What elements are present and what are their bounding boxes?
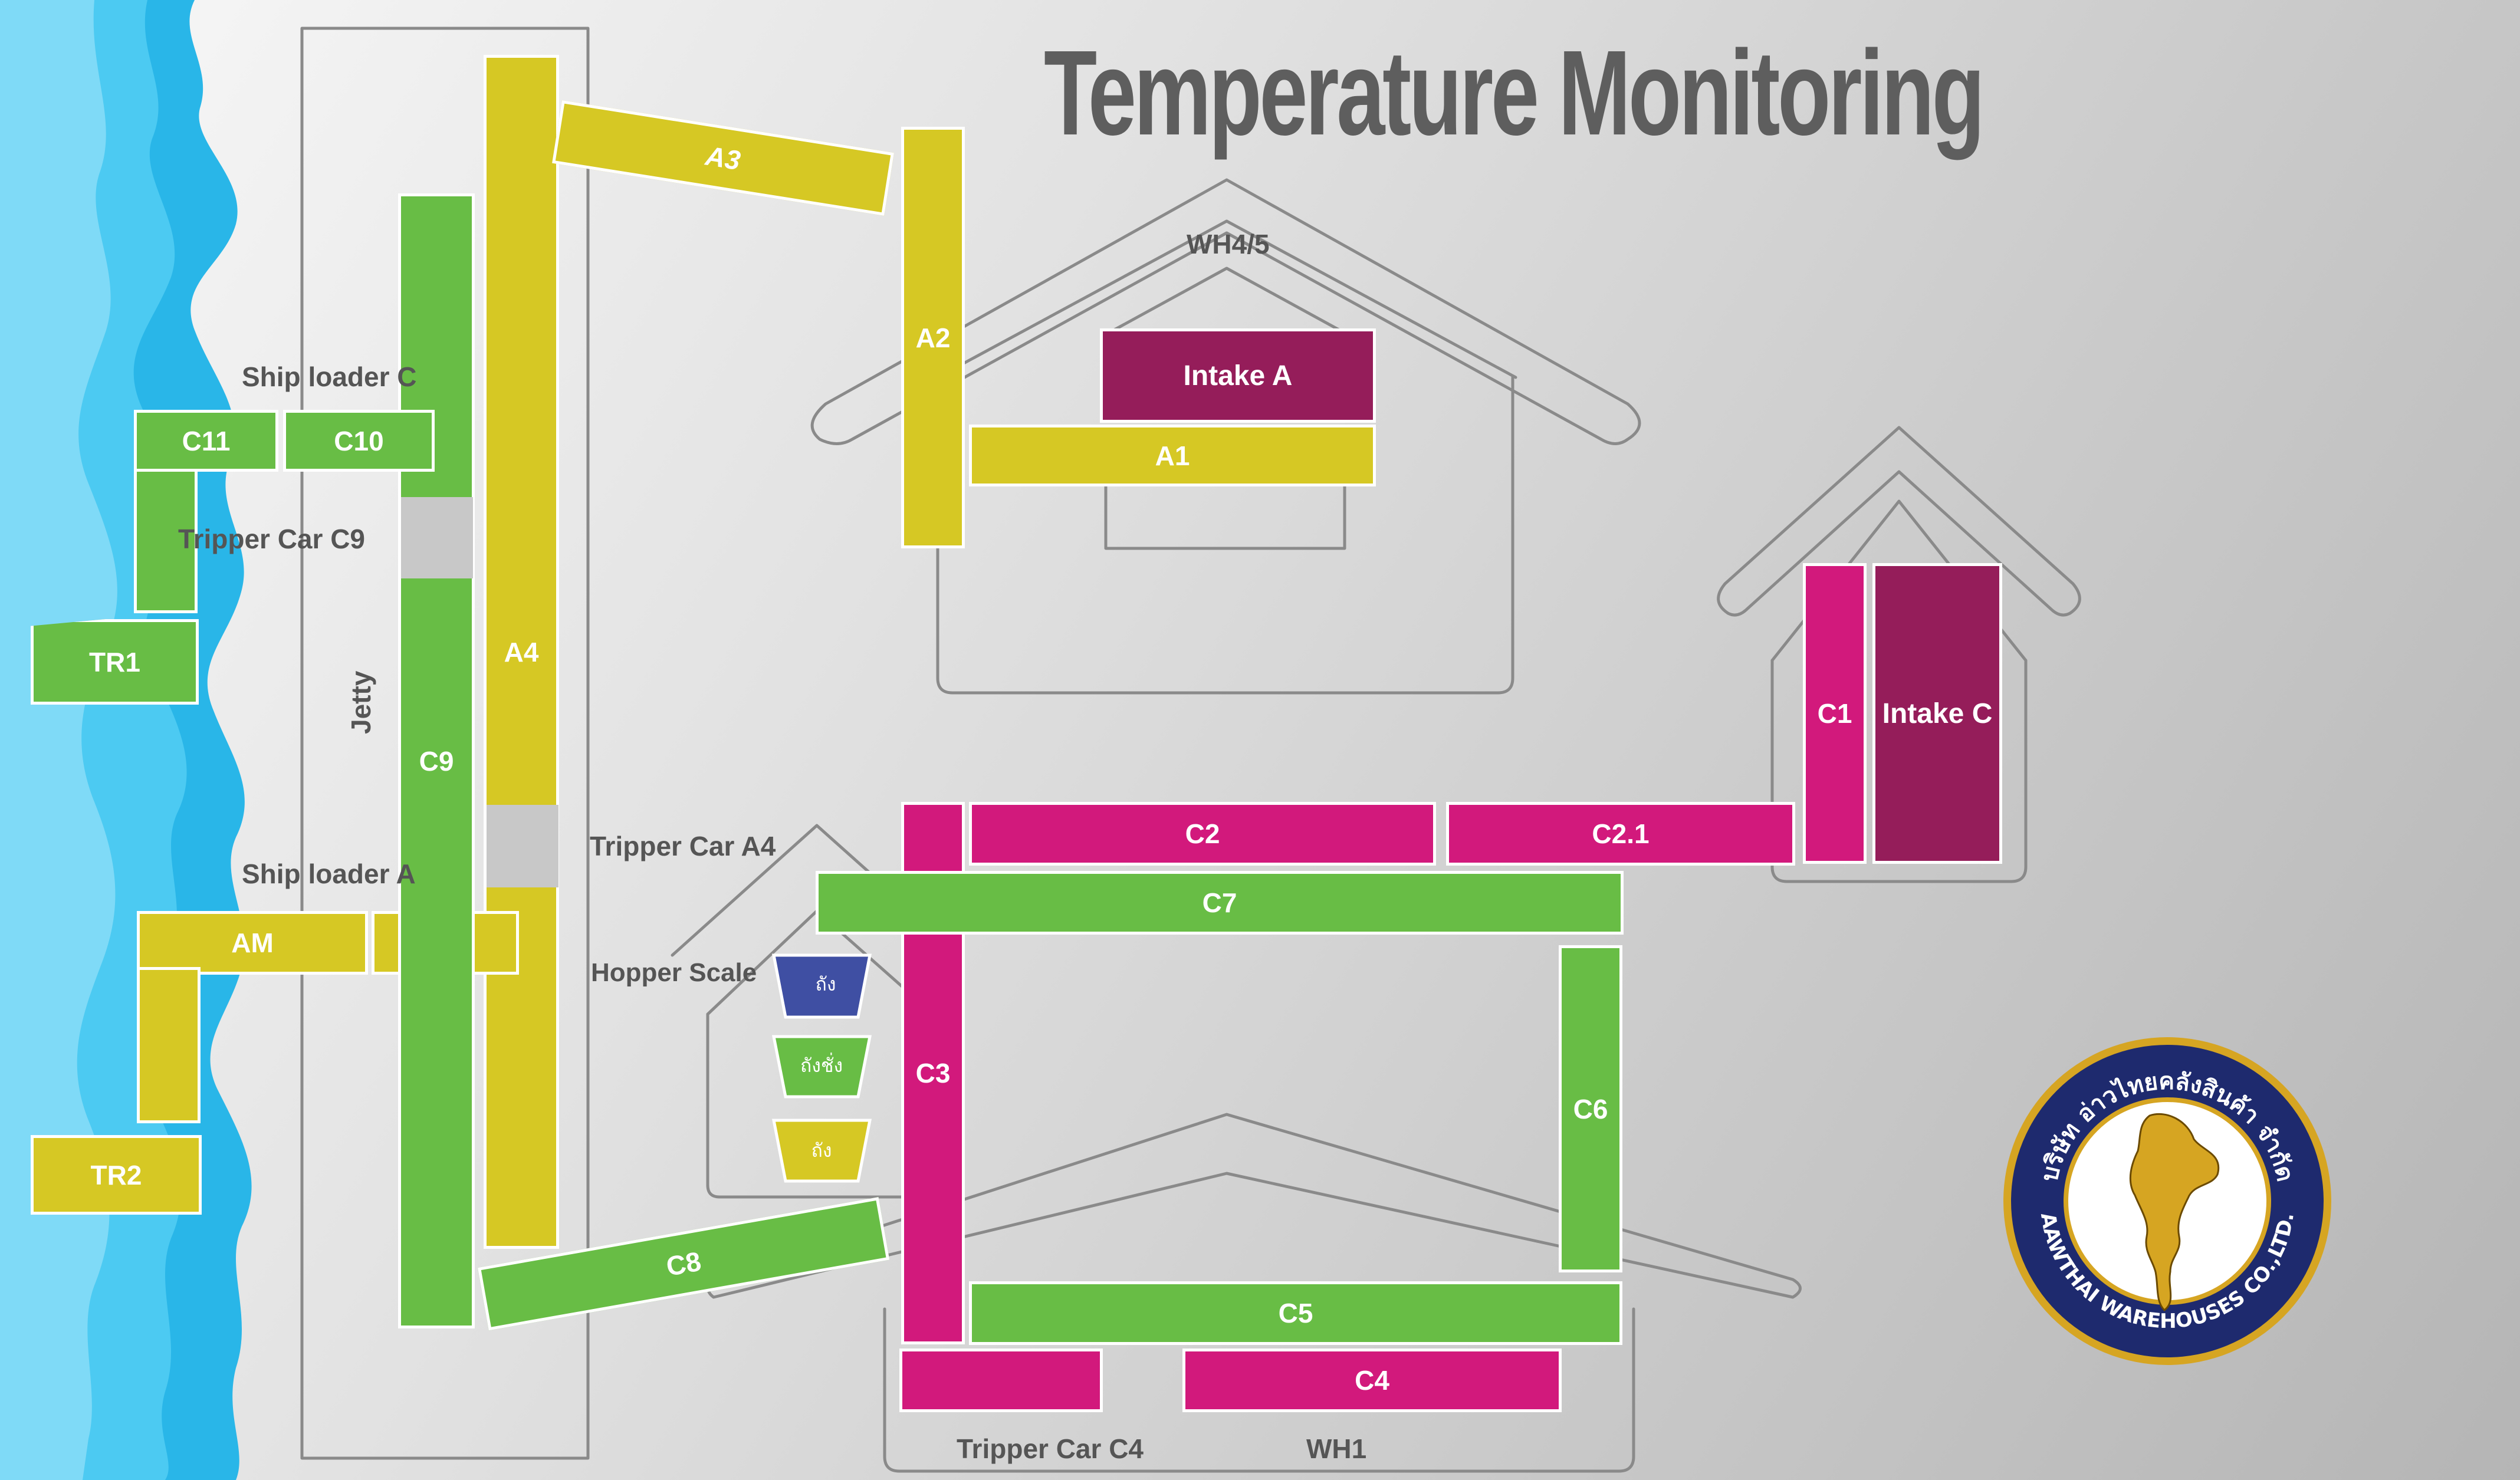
conveyor-c5[interactable]: C5 — [969, 1281, 1622, 1345]
ship-loader-a-label: Ship loader A — [242, 859, 416, 889]
tripper-car-c9-label: Tripper Car C9 — [178, 524, 365, 554]
conveyor-a2[interactable]: A2 — [901, 127, 965, 548]
conveyor-c2-1[interactable]: C2.1 — [1446, 802, 1795, 866]
conveyor-am-drop[interactable] — [137, 967, 201, 1123]
hopper-scale-label-text: Hopper Scale — [591, 958, 757, 987]
jetty-label: Jetty — [346, 670, 376, 734]
conveyor-a2-label: A2 — [915, 322, 951, 353]
tripper-car-c4-label: Tripper Car C4 — [957, 1433, 1144, 1464]
intake-a-label: Intake A — [1183, 360, 1293, 392]
jetty-outline — [300, 27, 590, 1460]
wh1-label: WH1 — [1306, 1433, 1367, 1464]
conveyor-c11[interactable]: C11 — [134, 410, 278, 472]
conveyor-c10[interactable]: C10 — [283, 410, 435, 472]
hopper-house-walls — [706, 1012, 904, 1199]
conveyor-c10-label: C10 — [334, 425, 384, 456]
conveyor-a4-label: A4 — [504, 636, 539, 667]
conveyor-c4-tripper[interactable] — [899, 1349, 1103, 1412]
conveyor-c11-label: C11 — [182, 425, 231, 456]
wh45-walls — [936, 376, 1514, 695]
company-logo: บริษัท อ่าวไทยคลังสินค้า จำกัด AAWTHAI W… — [2003, 1037, 2331, 1365]
hopper-scale-bin[interactable] — [771, 1035, 872, 1099]
intake-a[interactable]: Intake A — [1100, 328, 1376, 423]
conveyor-am[interactable]: AM — [137, 911, 368, 975]
conveyor-c2[interactable]: C2 — [969, 802, 1436, 866]
conveyor-tr2[interactable]: TR2 — [31, 1135, 202, 1215]
hopper-scale-label: ถังชั่ง — [800, 1053, 843, 1077]
conveyor-c9-label: C9 — [419, 745, 454, 777]
conveyor-c2-1-label: C2.1 — [1592, 818, 1650, 849]
conveyor-c6-label: C6 — [1573, 1093, 1608, 1124]
hopper-top[interactable] — [771, 953, 872, 1019]
conveyor-c4[interactable]: C4 — [1182, 1349, 1562, 1412]
hopper-top-label: ถัง — [816, 973, 836, 995]
conveyor-c2-label: C2 — [1185, 818, 1220, 849]
conveyor-c9[interactable]: C9 — [398, 193, 475, 1328]
wh45-label: WH4/5 — [1187, 229, 1270, 259]
hopper-bottom-label: ถัง — [811, 1139, 832, 1162]
intake-c-walls — [1770, 659, 2028, 883]
conveyor-c5-label: C5 — [1278, 1298, 1313, 1328]
tripper-car-a4-label: Tripper Car A4 — [590, 831, 776, 861]
conveyor-c7[interactable]: C7 — [816, 871, 1624, 935]
conveyor-c1[interactable]: C1 — [1803, 563, 1867, 864]
conveyor-a1[interactable]: A1 — [969, 425, 1376, 486]
conveyor-c1-label: C1 — [1817, 698, 1852, 729]
conveyor-c3-label: C3 — [915, 1058, 951, 1088]
intake-c-roof — [1717, 426, 2081, 617]
ship-loader-c-label: Ship loader C — [242, 361, 417, 392]
conveyor-c6[interactable]: C6 — [1559, 945, 1622, 1272]
thailand-map-icon — [2129, 1113, 2220, 1311]
wh1-walls — [883, 1307, 1635, 1473]
hopper-bottom[interactable] — [771, 1119, 872, 1183]
wh45-roof — [810, 178, 1641, 445]
intake-c[interactable]: Intake C — [1872, 563, 2002, 864]
intake-c-label: Intake C — [1882, 698, 1993, 729]
conveyor-c11-drop[interactable] — [134, 469, 198, 613]
conveyor-a1-label: A1 — [1155, 440, 1190, 471]
tripper-car-c9-block[interactable] — [401, 497, 473, 578]
tripper-car-a4-block[interactable] — [487, 805, 558, 887]
conveyor-tr2-label: TR2 — [90, 1159, 142, 1190]
conveyor-am-label: AM — [231, 928, 274, 958]
conveyor-c7-label: C7 — [1202, 887, 1237, 918]
conveyor-tr1-label: TR1 — [89, 646, 140, 677]
conveyor-a4[interactable]: A4 — [484, 55, 559, 1249]
conveyor-c4-label: C4 — [1355, 1365, 1389, 1396]
conveyor-tr1[interactable]: TR1 — [31, 619, 199, 705]
